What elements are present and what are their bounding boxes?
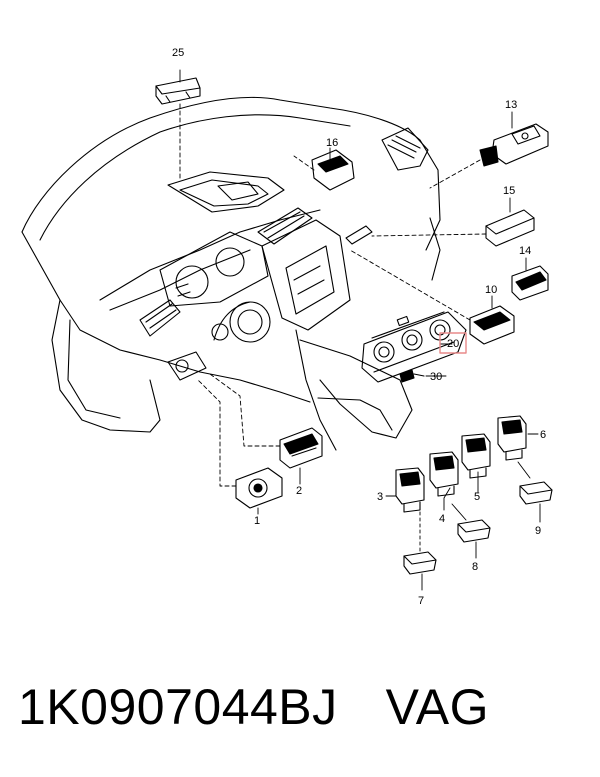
callout-30: 30 [430,371,442,383]
exploded-parts-diagram: 25 16 13 15 14 10 20 30 2 1 3 4 5 6 8 7 … [21,47,553,607]
part-9-blank [519,481,553,505]
part-2-switch [279,427,323,469]
callout-7: 7 [418,595,424,607]
part-6-switch [497,415,527,461]
callout-15: 15 [503,185,515,197]
part-7-blank [403,551,437,575]
callout-9: 9 [535,525,541,537]
part-5-switch [461,433,491,479]
part-8-blank [457,519,491,543]
callout-6: 6 [540,429,546,441]
callout-4: 4 [439,513,445,525]
part-10-switch [469,305,515,345]
part-25-cover [155,77,201,105]
callout-labels: 25 16 13 15 14 10 20 30 2 1 3 4 5 6 8 7 … [172,47,546,607]
callout-16: 16 [326,137,338,149]
caption: 1K0907044BJ VAG [18,678,489,748]
callout-2: 2 [296,485,302,497]
brand-name: VAG [385,679,490,735]
leader-lines [179,69,541,591]
dashboard-illustration [21,96,441,451]
part-15-blank [485,209,535,247]
callout-10: 10 [485,284,497,296]
callout-13: 13 [505,99,517,111]
part-16-switch [311,149,355,191]
callout-5: 5 [474,491,480,503]
callout-8: 8 [472,561,478,573]
part-3-switch [395,467,425,513]
callout-1: 1 [254,515,260,527]
screw-part [399,369,425,383]
highlight-box [439,332,467,354]
part-1-switch [235,467,283,509]
callout-14: 14 [519,245,531,257]
part-number: 1K0907044BJ [18,679,338,735]
callout-3: 3 [377,491,383,503]
callout-25: 25 [172,47,184,59]
part-13-switch [479,123,549,167]
callout-20: 20 [447,338,459,350]
part-4-switch [429,451,459,497]
part-14-switch [511,265,549,301]
